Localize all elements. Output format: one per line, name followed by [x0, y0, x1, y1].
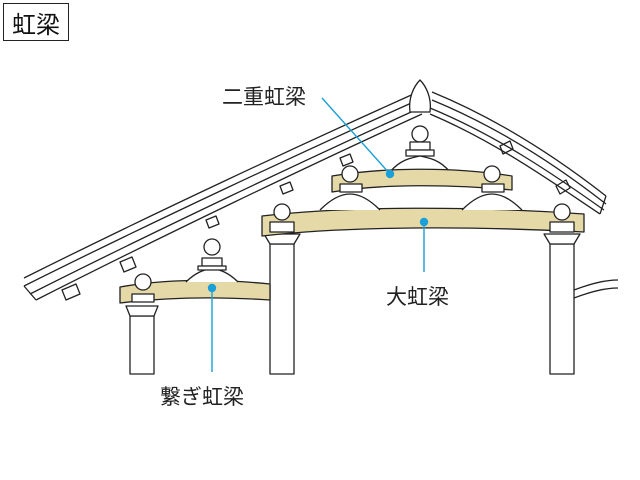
leader-nijuu: [321, 97, 391, 175]
diagram-title: 虹梁: [3, 3, 69, 41]
label-nijuu-koryo: 二重虹梁: [222, 85, 306, 109]
column-left: [125, 305, 159, 375]
label-o-koryo: 大虹梁: [386, 285, 449, 309]
side-roof-line-2: [573, 287, 619, 299]
leader-oo-dot: [419, 217, 429, 227]
label-tsunagi-koryo: 繋ぎ虹梁: [160, 385, 244, 409]
roof-left-slope: [23, 91, 423, 301]
o-koryo-beam: [261, 193, 585, 237]
side-roof-line: [573, 279, 619, 291]
nijuu-koryo-beam: [331, 165, 513, 193]
column-right: [543, 233, 581, 375]
upper-strut-top: [389, 125, 451, 173]
leader-tsunagi-dot: [207, 283, 217, 293]
leader-nijuu-dot: [385, 169, 395, 179]
column-center: [263, 233, 301, 375]
tsunagi-koryo-beam: [119, 238, 271, 304]
roof-right-slope: [429, 91, 607, 215]
ridge-ornament: [408, 79, 432, 113]
